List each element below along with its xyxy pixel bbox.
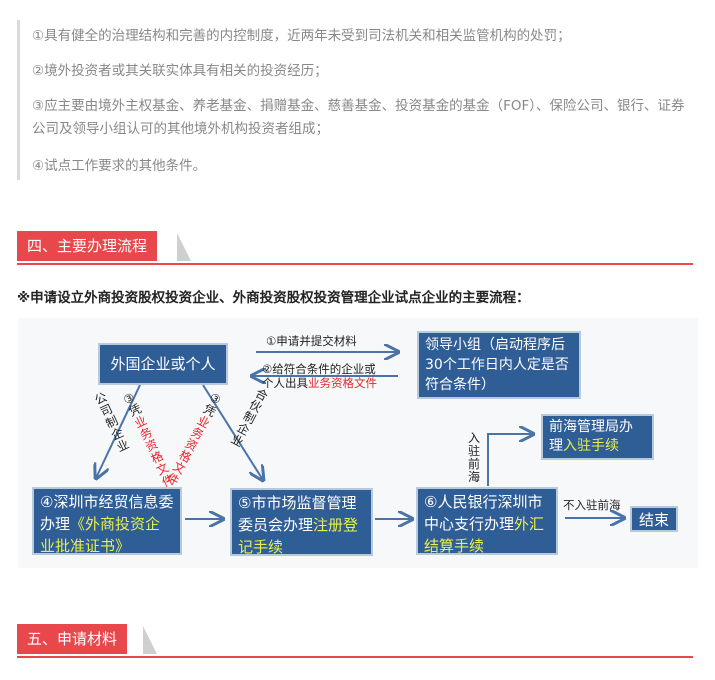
- section-5-title: 五、申请材料: [17, 624, 128, 654]
- condition-4: ④试点工作要求的其他条件。: [32, 158, 207, 174]
- condition-2: ②境外投资者或其关联实体具有相关的投资经历；: [32, 63, 328, 79]
- flow-arrows: [18, 318, 698, 568]
- applicant-box: 外国企业或个人: [98, 343, 228, 385]
- section-4-title: 四、主要办理流程: [17, 231, 158, 261]
- box-step4: ④深圳市经贸信息委办理《外商投资企业批准证书》: [32, 487, 182, 555]
- condition-1: ①具有健全的治理结构和完善的内控制度，近两年未受到司法机关和相关监管机构的处罚；: [32, 28, 571, 44]
- step1-label: ①申请并提交材料: [266, 334, 357, 348]
- tab-decoration: [143, 626, 157, 654]
- qianhai-box: 前海管理局办理入驻手续: [541, 414, 654, 460]
- conditions-quote: ①具有健全的治理结构和完善的内控制度，近两年未受到司法机关和相关监管机构的处罚；…: [17, 20, 700, 180]
- end-box: 结束: [630, 506, 678, 532]
- flow-intro: ※申请设立外商投资股权投资企业、外商投资股权投资管理企业试点企业的主要流程：: [17, 290, 530, 306]
- not-qianhai-label: 不入驻前海: [563, 498, 621, 512]
- tab-decoration: [177, 233, 191, 261]
- qianhai-label: 入驻前海: [468, 431, 481, 484]
- leading-group-box: 领导小组（启动程序后30个工作日内人定是否符合条件）: [417, 331, 581, 399]
- section-4-header: 四、主要办理流程: [17, 231, 693, 265]
- box-step6: ⑥人民银行深圳市中心支行办理外汇结算手续: [416, 487, 558, 555]
- flow-diagram: 外国企业或个人 ①申请并提交材料 ②给符合条件的企业或个人出具业务资格文件 领导…: [18, 318, 698, 568]
- step2-label: ②给符合条件的企业或个人出具业务资格文件: [262, 362, 377, 390]
- box-step5: ⑤市市场监督管理委员会办理注册登记手续: [230, 488, 373, 556]
- section-5-header: 五、申请材料: [17, 624, 693, 658]
- condition-3: ③应主要由境外主权基金、养老基金、捐赠基金、慈善基金、投资基金的基金（FOF）、…: [32, 98, 685, 137]
